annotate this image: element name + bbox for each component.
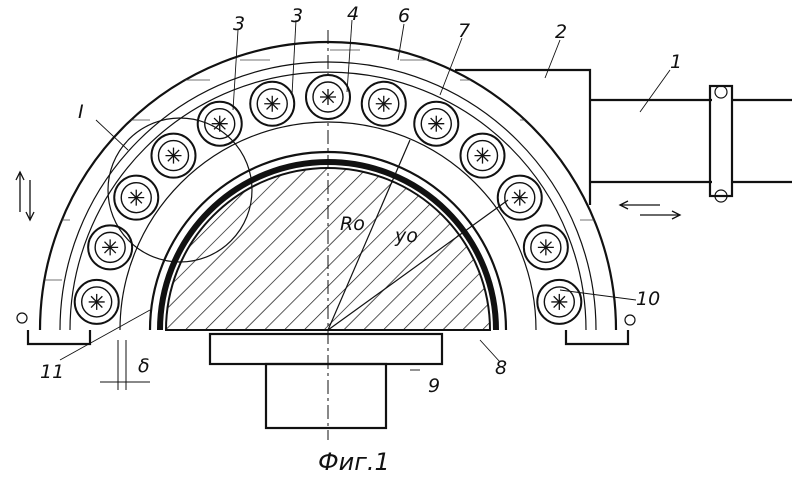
label-1: 1 — [670, 51, 682, 73]
label-delta: δ — [138, 355, 150, 377]
horizontal-arrows-icon — [620, 201, 680, 219]
label-Yo: yo — [394, 225, 418, 247]
label-2: 2 — [555, 21, 567, 43]
right-bolt-icon — [625, 315, 635, 325]
label-3b: 3 — [291, 5, 303, 27]
label-I: I — [78, 101, 84, 123]
flange-bolt-top-icon — [715, 86, 727, 98]
label-Ro: Ro — [340, 213, 365, 235]
label-6: 6 — [398, 5, 410, 27]
label-11: 11 — [40, 361, 64, 383]
vertical-arrows-icon — [16, 172, 34, 220]
label-4: 4 — [347, 3, 359, 25]
label-8: 8 — [495, 357, 507, 379]
label-9: 9 — [428, 375, 440, 397]
flange — [710, 86, 732, 196]
figure-caption: Фиг.1 — [318, 448, 390, 476]
label-10: 10 — [636, 288, 660, 310]
left-bolt-icon — [17, 313, 27, 323]
label-3a: 3 — [233, 13, 245, 35]
left-bracket — [28, 330, 90, 344]
right-bracket — [566, 330, 628, 344]
pipe-end — [732, 100, 792, 182]
shaft — [266, 364, 386, 428]
base-plate — [210, 334, 442, 364]
pipe — [590, 100, 712, 182]
label-7: 7 — [458, 20, 470, 42]
